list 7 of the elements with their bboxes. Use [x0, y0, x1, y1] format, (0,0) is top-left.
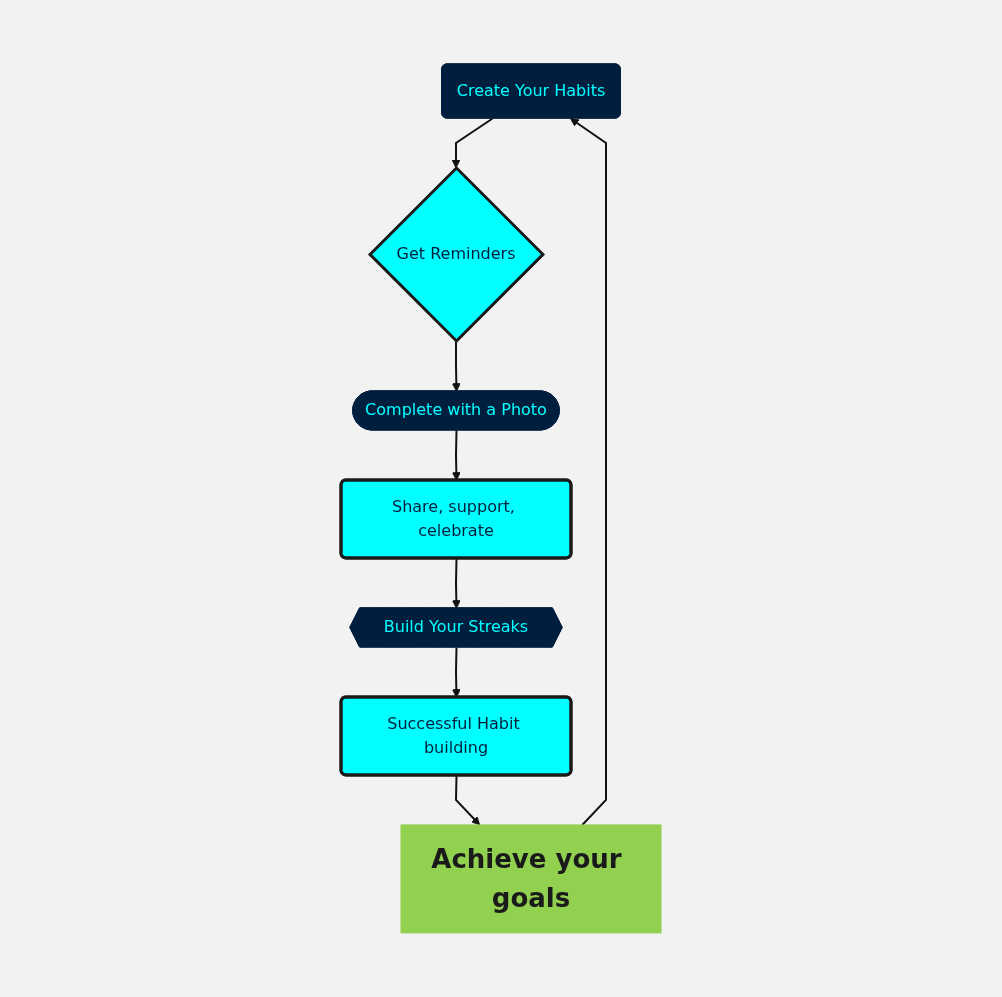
node-box: Achieve your goals — [400, 824, 662, 934]
node-diamond: Get Reminders — [367, 165, 546, 344]
arrow — [451, 557, 461, 609]
arrow — [451, 117, 494, 169]
arrow — [570, 118, 607, 826]
arrow — [455, 774, 481, 826]
arrow — [451, 339, 461, 392]
